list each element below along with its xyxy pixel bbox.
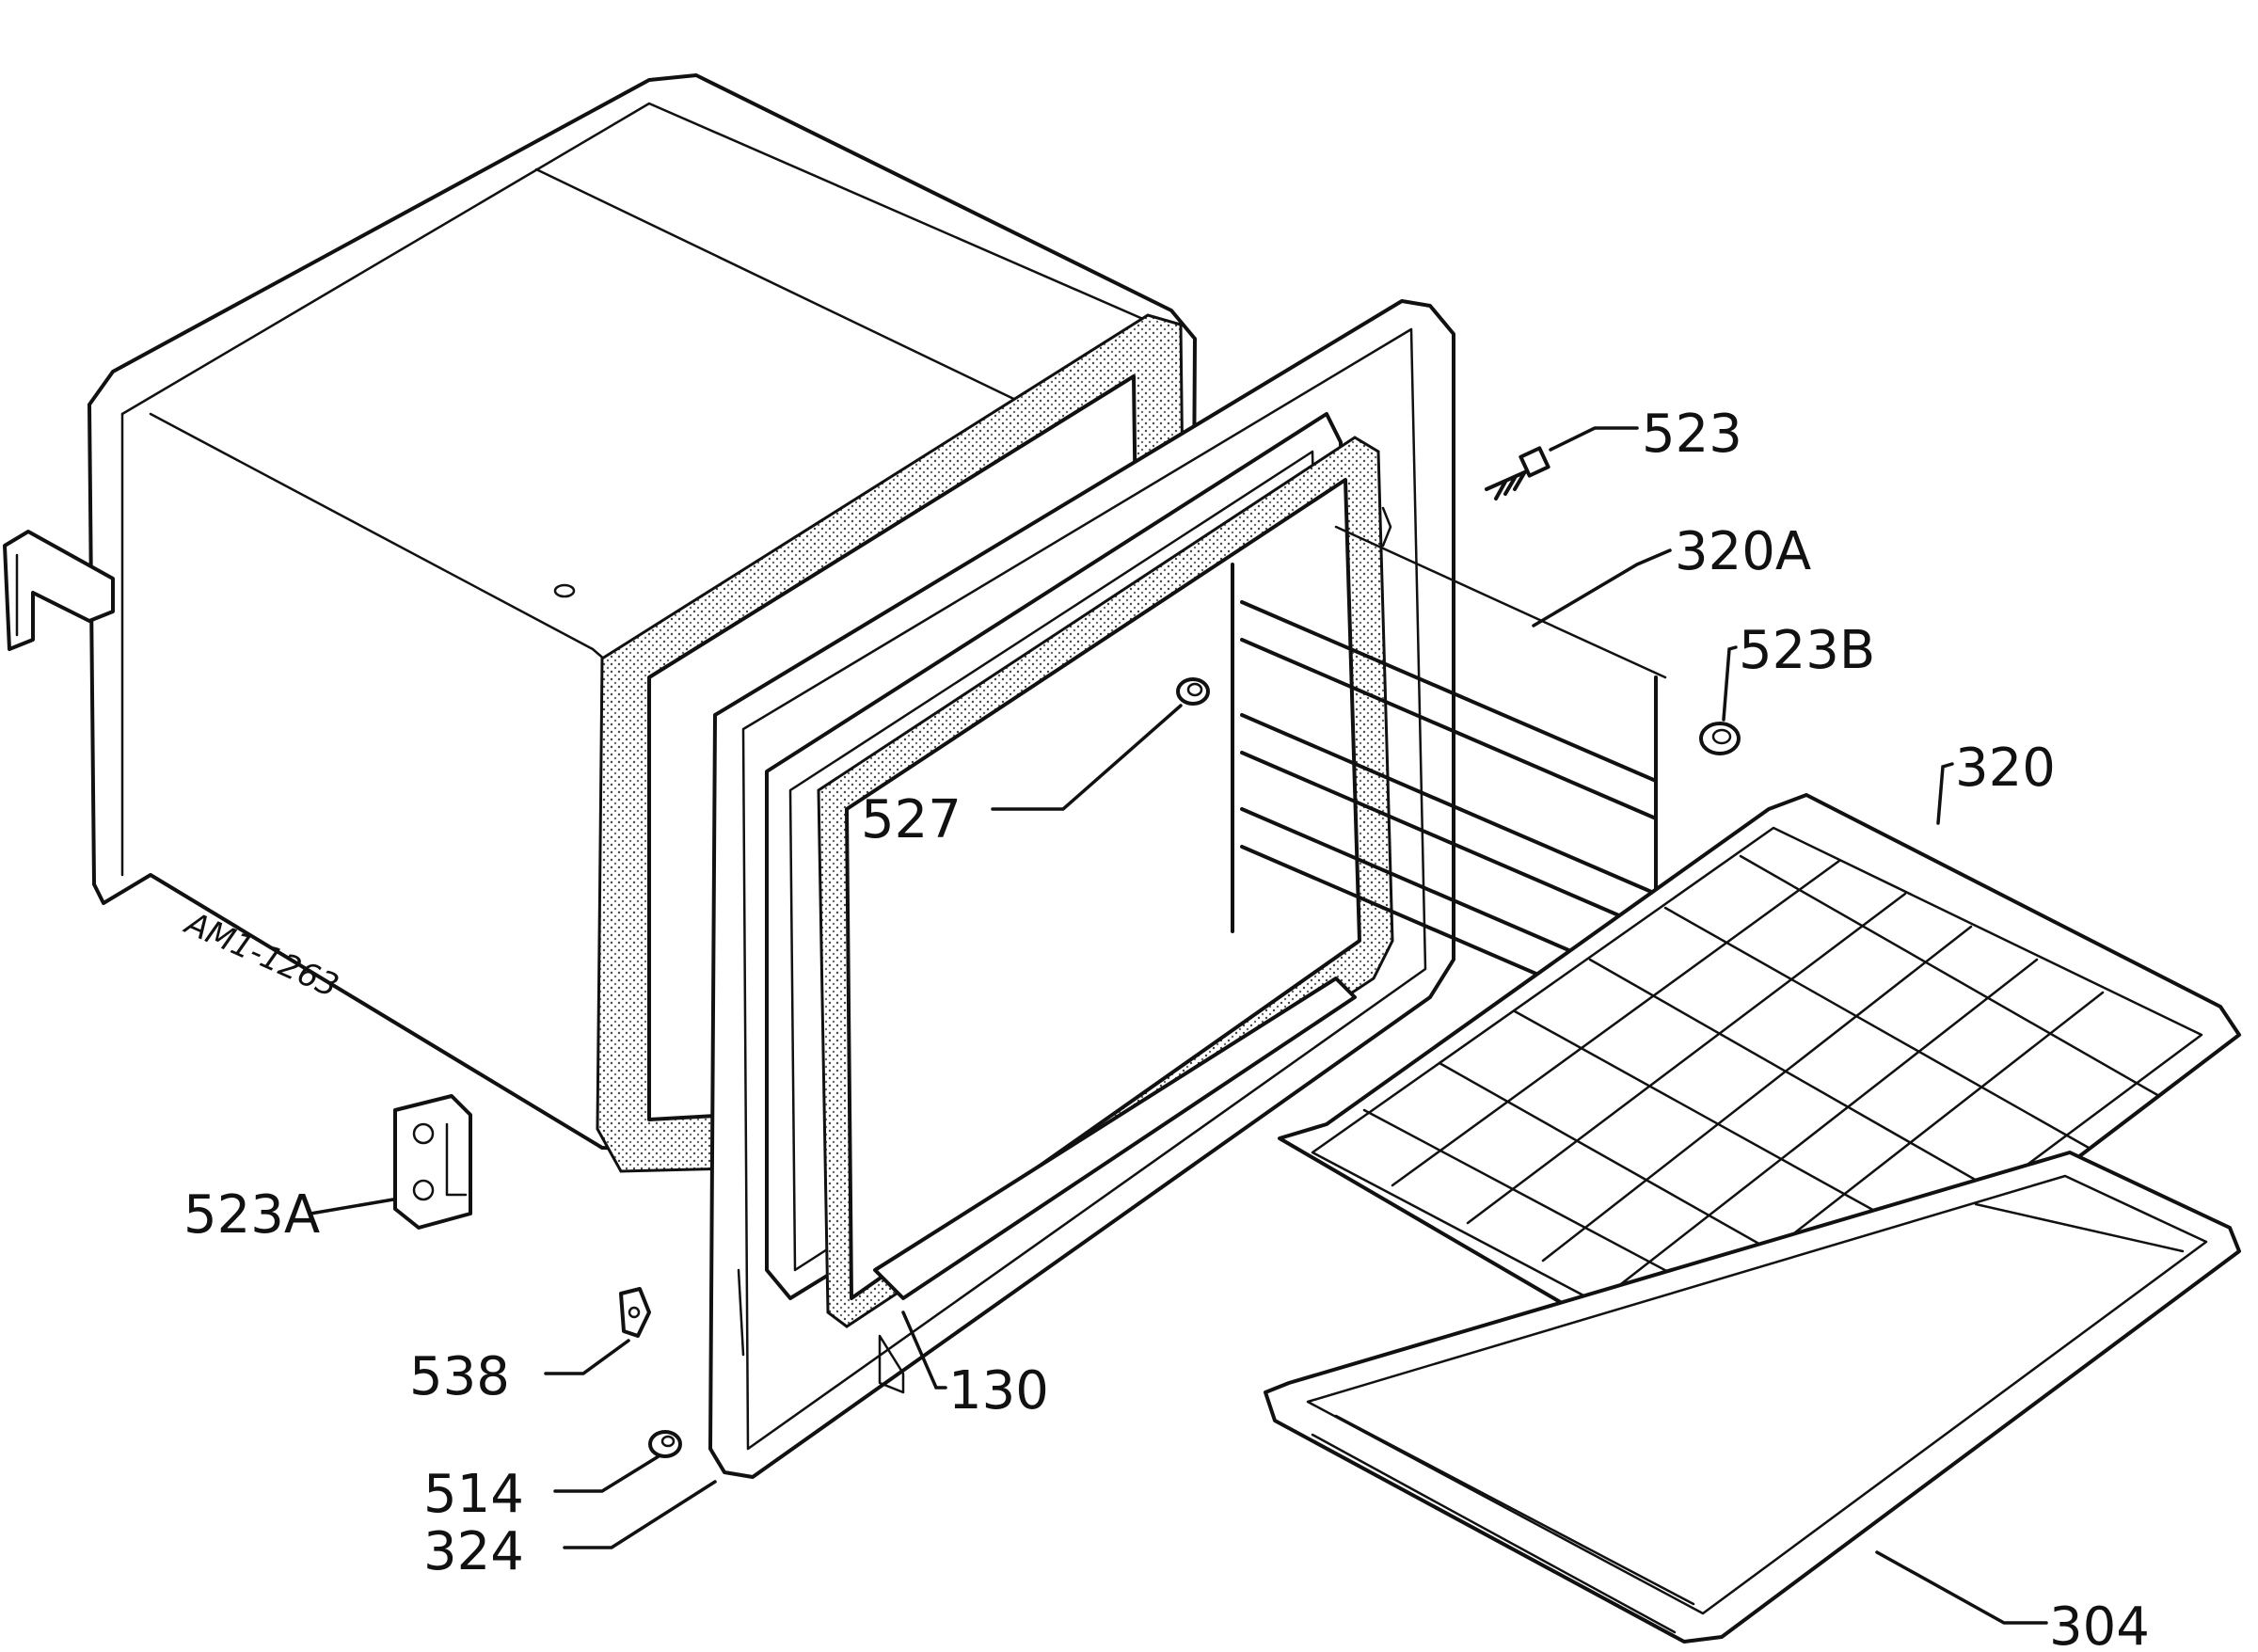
callout-130: 130	[948, 1360, 1049, 1422]
callout-523A: 523A	[183, 1184, 320, 1246]
part-523B-grommet	[1699, 722, 1741, 755]
callout-labels: 523 320A 523B 320 527 523A 538 130 514 3…	[179, 404, 2150, 1652]
part-523A-hinge-bracket	[393, 1094, 472, 1230]
callout-538: 538	[409, 1346, 510, 1407]
leader-lines	[309, 426, 2048, 1625]
callout-527: 527	[861, 789, 962, 850]
baking-tray-304	[1264, 1151, 2241, 1644]
callout-514: 514	[423, 1464, 524, 1525]
callout-320A: 320A	[1675, 521, 1811, 582]
callout-523B: 523B	[1739, 620, 1875, 681]
part-514-nut	[648, 1430, 682, 1458]
part-523-screw	[1485, 446, 1550, 500]
callout-304: 304	[2049, 1596, 2150, 1652]
callout-324: 324	[423, 1521, 524, 1582]
part-527-grommet	[1176, 677, 1210, 706]
part-538-clip	[619, 1287, 651, 1338]
callout-320: 320	[1955, 738, 2056, 799]
callout-523: 523	[1642, 404, 1742, 465]
